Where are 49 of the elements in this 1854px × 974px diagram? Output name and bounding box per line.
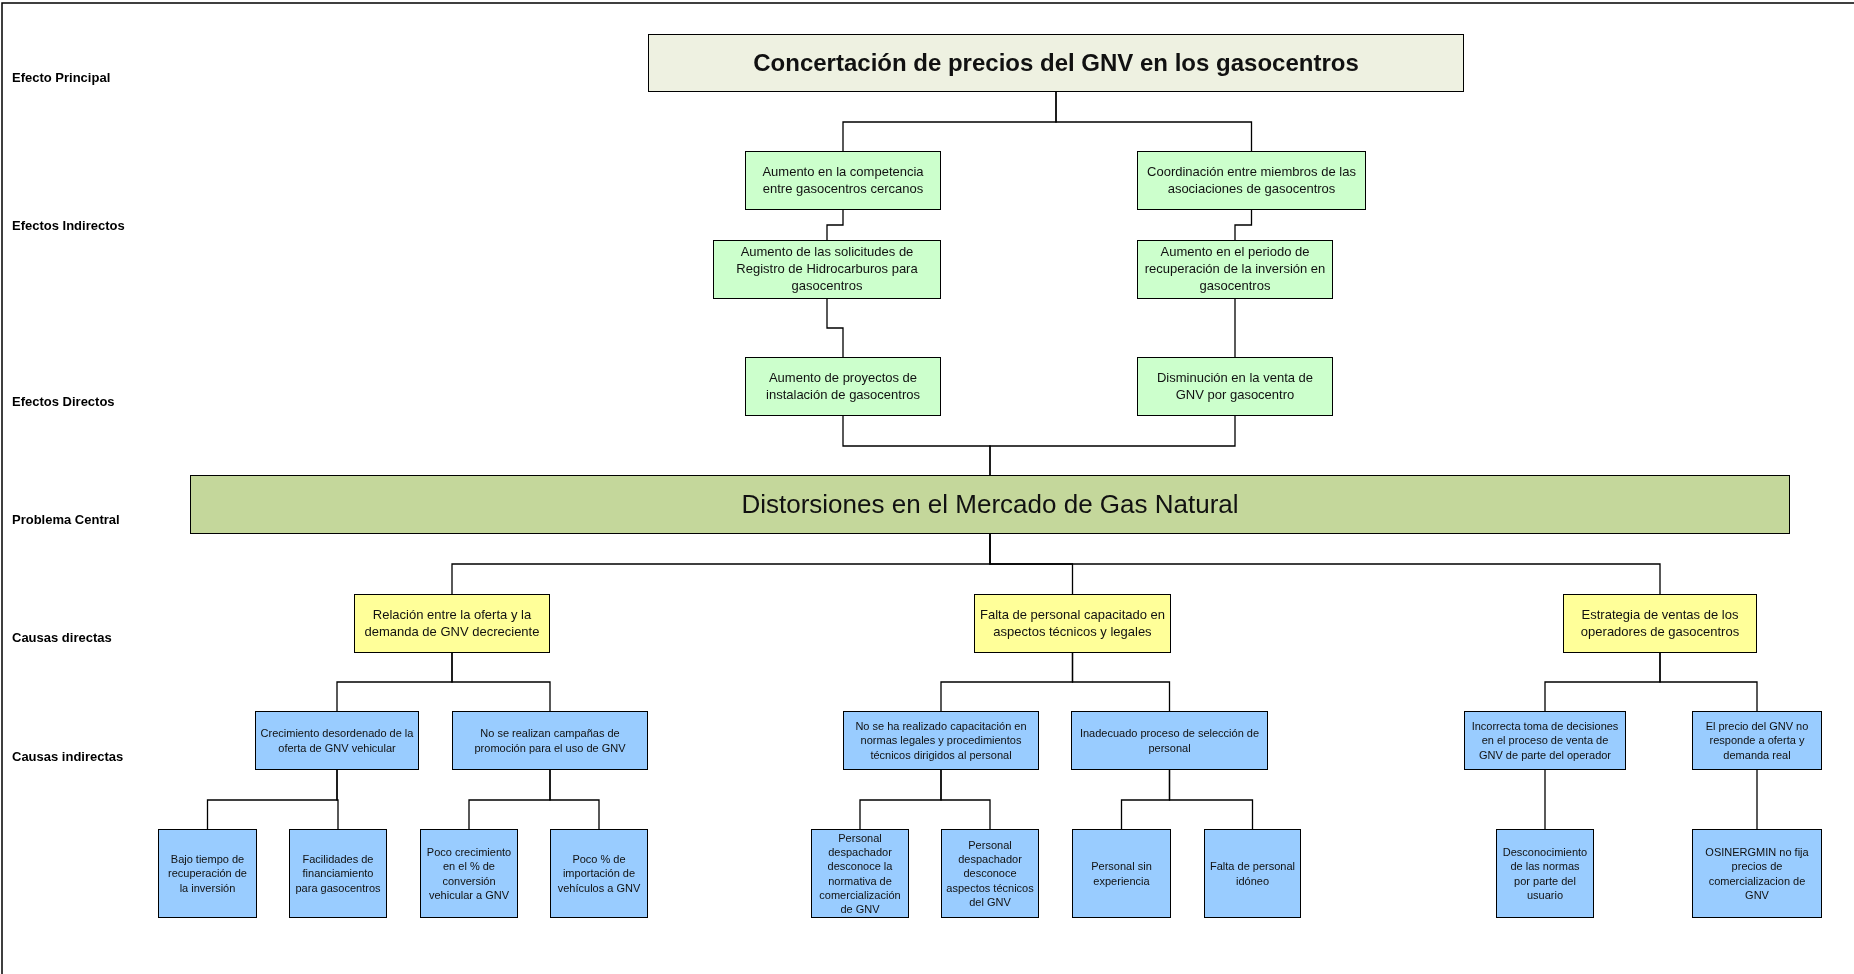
effect-box: Disminución en la venta de GNV por gasocentro bbox=[1137, 357, 1333, 416]
cause-box: Personal sin experiencia bbox=[1072, 829, 1171, 918]
level-label: Efecto Principal bbox=[12, 70, 111, 85]
connector-line bbox=[989, 415, 1236, 476]
effect-box: Aumento de proyectos de instalación de gasocentros bbox=[745, 357, 941, 416]
level-label: Efectos Directos bbox=[12, 394, 115, 409]
connector-line bbox=[1234, 298, 1236, 358]
level-label: Efectos Indirectos bbox=[12, 218, 125, 233]
cause-box: OSINERGMIN no fija precios de comercializacion de GNV bbox=[1692, 829, 1822, 918]
cause-box: Incorrecta toma de decisiones en el proceso de venta de GNV de parte del operador bbox=[1464, 711, 1626, 770]
cause-box: No se realizan campañas de promoción para el uso de GNV bbox=[452, 711, 648, 770]
cause-box: Poco crecimiento en el % de conversión vehicular a GNV bbox=[420, 829, 518, 918]
connector-line bbox=[336, 769, 339, 830]
cause-box: El precio del GNV no responde a oferta y demanda real bbox=[1692, 711, 1822, 770]
problem-box: Distorsiones en el Mercado de Gas Natural bbox=[190, 475, 1790, 534]
connector-line bbox=[826, 209, 844, 241]
cause-box: Personal despachador desconoce aspectos técnicos del GNV bbox=[941, 829, 1039, 918]
connector-line bbox=[1544, 769, 1546, 830]
connector-line bbox=[1071, 652, 1171, 712]
effect-box: Aumento de las solicitudes de Registro de Hidrocarburos para gasocentros bbox=[713, 240, 941, 299]
connector-line bbox=[940, 769, 991, 830]
cause-box: Poco % de importación de vehículos a GNV bbox=[550, 829, 648, 918]
connector-line bbox=[549, 769, 600, 830]
connector-line bbox=[1234, 209, 1253, 241]
cause-box: Bajo tiempo de recuperación de la inversión bbox=[158, 829, 257, 918]
cause-box: Facilidades de financiamiento para gasocentros bbox=[289, 829, 387, 918]
cause-box: Falta de personal idóneo bbox=[1204, 829, 1301, 918]
cause-box: No se ha realizado capacitación en normas legales y procedimientos técnicos dirigidos al personal bbox=[843, 711, 1039, 770]
connector-line bbox=[1055, 91, 1253, 152]
connector-line bbox=[451, 652, 551, 712]
cause-box: Inadecuado proceso de selección de personal bbox=[1071, 711, 1268, 770]
effect-box: Coordinación entre miembros de las asociaciones de gasocentros bbox=[1137, 151, 1366, 210]
effect-box: Aumento en la competencia entre gasocentros cercanos bbox=[745, 151, 941, 210]
cause-box: Estrategia de ventas de los operadores de gasocentros bbox=[1563, 594, 1757, 653]
cause-box: Desconocimiento de las normas por parte del usuario bbox=[1496, 829, 1594, 918]
level-label: Problema Central bbox=[12, 512, 120, 527]
connector-line bbox=[1168, 769, 1254, 830]
cause-box: Relación entre la oferta y la demanda de GNV decreciente bbox=[354, 594, 550, 653]
cause-box: Falta de personal capacitado en aspectos técnicos y legales bbox=[974, 594, 1171, 653]
level-label: Causas indirectas bbox=[12, 749, 124, 764]
cause-box: Personal despachador desconoce la normativa de comercialización de GNV bbox=[811, 829, 909, 918]
level-label: Causas directas bbox=[12, 630, 112, 645]
connector-line bbox=[826, 298, 844, 358]
cause-box: Crecimiento desordenado de la oferta de GNV vehicular bbox=[255, 711, 419, 770]
connector-line bbox=[1659, 652, 1758, 712]
effect-box: Concertación de precios del GNV en los gasocentros bbox=[648, 34, 1464, 92]
connector-line bbox=[989, 533, 1661, 595]
connector-line bbox=[1756, 769, 1758, 830]
effect-box: Aumento en el periodo de recuperación de la inversión en gasocentros bbox=[1137, 240, 1333, 299]
